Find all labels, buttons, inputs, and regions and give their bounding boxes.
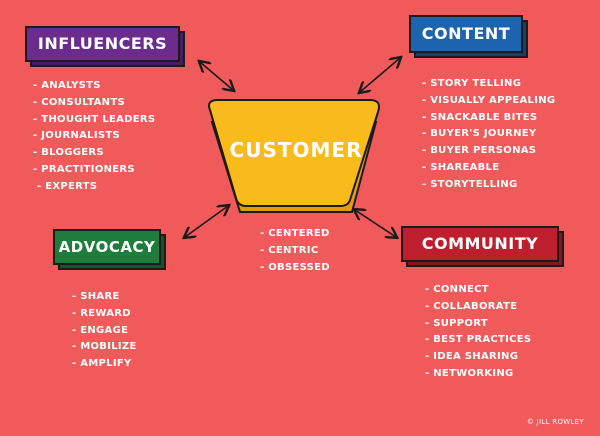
content-box: CONTENT [409, 15, 523, 53]
customer-list: CENTERED CENTRIC OBSESSED [260, 226, 330, 276]
advocacy-title: ADVOCACY [58, 238, 156, 256]
influencers-list: ANALYSTS CONSULTANTS THOUGHT LEADERS JOU… [33, 78, 155, 196]
influencers-item: JOURNALISTS [33, 128, 155, 145]
influencers-item: ANALYSTS [33, 78, 155, 95]
advocacy-item: ENGAGE [72, 323, 137, 340]
community-list: CONNECT COLLABORATE SUPPORT BEST PRACTIC… [425, 282, 531, 383]
content-item: SNACKABLE BITES [422, 110, 555, 127]
content-item: STORYTELLING [422, 177, 555, 194]
influencers-item: THOUGHT LEADERS [33, 112, 155, 129]
advocacy-list: SHARE REWARD ENGAGE MOBILIZE AMPLIFY [72, 289, 137, 373]
customer-item: CENTERED [260, 226, 330, 243]
advocacy-item: MOBILIZE [72, 339, 137, 356]
community-item: IDEA SHARING [425, 349, 531, 366]
content-item: BUYER PERSONAS [422, 143, 555, 160]
copyright-credit: © JILL ROWLEY [526, 418, 584, 426]
customer-item: OBSESSED [260, 260, 330, 277]
community-title: COMMUNITY [421, 234, 539, 253]
community-item: BEST PRACTICES [425, 332, 531, 349]
arrow-advocacy-customer [185, 206, 228, 237]
influencers-item: EXPERTS [37, 179, 155, 196]
content-title: CONTENT [421, 24, 511, 43]
content-list: STORY TELLING VISUALLY APPEALING SNACKAB… [422, 76, 555, 194]
influencers-item: CONSULTANTS [33, 95, 155, 112]
content-item: BUYER'S JOURNEY [422, 126, 555, 143]
arrow-community-customer [355, 210, 396, 237]
influencers-box: INFLUENCERS [25, 26, 180, 62]
influencers-item: PRACTITIONERS [33, 162, 155, 179]
advocacy-box: ADVOCACY [53, 229, 161, 265]
community-item: COLLABORATE [425, 299, 531, 316]
arrow-content-customer [360, 58, 400, 92]
customer-title: CUSTOMER [229, 138, 363, 162]
community-box: COMMUNITY [401, 226, 559, 262]
content-item: VISUALLY APPEALING [422, 93, 555, 110]
arrow-influencers-customer [200, 62, 233, 90]
content-item: SHAREABLE [422, 160, 555, 177]
community-item: SUPPORT [425, 316, 531, 333]
advocacy-item: SHARE [72, 289, 137, 306]
content-item: STORY TELLING [422, 76, 555, 93]
advocacy-item: AMPLIFY [72, 356, 137, 373]
customer-item: CENTRIC [260, 243, 330, 260]
community-item: CONNECT [425, 282, 531, 299]
advocacy-item: REWARD [72, 306, 137, 323]
influencers-item: BLOGGERS [33, 145, 155, 162]
community-item: NETWORKING [425, 366, 531, 383]
influencers-title: INFLUENCERS [37, 34, 168, 53]
customer-node [208, 99, 380, 213]
